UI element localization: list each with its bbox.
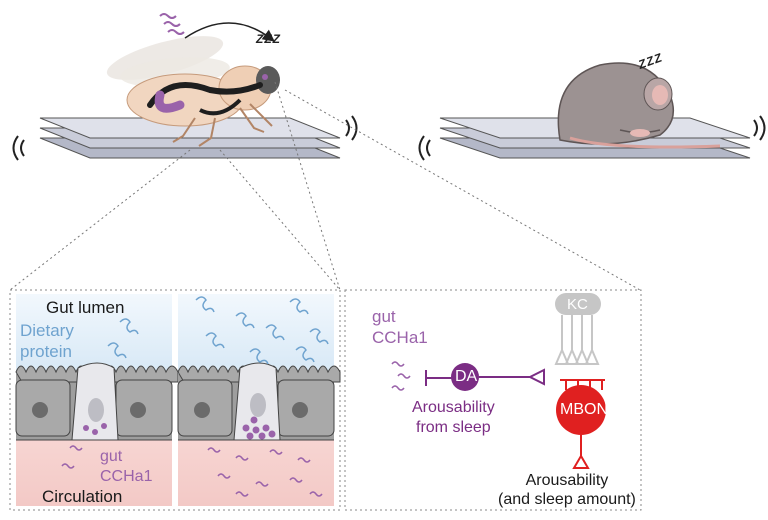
- mbon-label: MBON: [560, 401, 608, 418]
- vibration-icon-left-mouse: [418, 135, 431, 161]
- gut-panel-starved: [177, 294, 341, 506]
- da-terminal: [527, 368, 545, 386]
- protein-icons-fed: [107, 318, 139, 359]
- ccha1-squiggles-circuit: [391, 361, 411, 391]
- zoom-lines: [9, 81, 641, 291]
- mbon-neuron: [556, 385, 606, 435]
- gut-ccha1-left-label: gut CCHa1: [100, 448, 153, 485]
- dietary-protein-label: Dietary protein: [20, 321, 74, 361]
- circulation-label: Circulation: [42, 487, 123, 506]
- vibration-icon-right-fly: [345, 115, 358, 141]
- gut-lumen-label: Gut lumen: [46, 298, 125, 317]
- right-panel-frame: [344, 289, 642, 511]
- kc-label: KC: [567, 296, 588, 313]
- fly-squiggle-icon: [159, 13, 185, 35]
- gut-ccha1-right-label: gut CCHa1: [372, 307, 428, 347]
- mouse-illustration: [557, 62, 721, 149]
- ccha1-squiggles-fed: [61, 445, 83, 469]
- vibration-icon-right-mouse: [753, 115, 766, 141]
- da-receptor-bar: [425, 370, 452, 386]
- mbon-inputs: [560, 379, 605, 390]
- left-panel-frame: [9, 289, 341, 511]
- kc-neurons: [554, 293, 601, 365]
- fly-sleep-zzz: ZZZ: [256, 32, 281, 46]
- fly-illustration: [106, 22, 280, 147]
- da-label: DA: [455, 368, 478, 385]
- vibration-icon-left-fly: [12, 135, 25, 161]
- da-neuron: [451, 363, 479, 391]
- ccha1-squiggles-starved: [207, 447, 323, 497]
- arousability-from-sleep-label: Arousability from sleep: [412, 399, 495, 436]
- protein-icons-starved: [195, 296, 329, 365]
- gut-panel-fed: [15, 294, 179, 506]
- mbon-terminal: [572, 454, 590, 469]
- fly-platform: [39, 117, 341, 159]
- arousability-sleep-amount-label: Arousability (and sleep amount): [498, 472, 636, 508]
